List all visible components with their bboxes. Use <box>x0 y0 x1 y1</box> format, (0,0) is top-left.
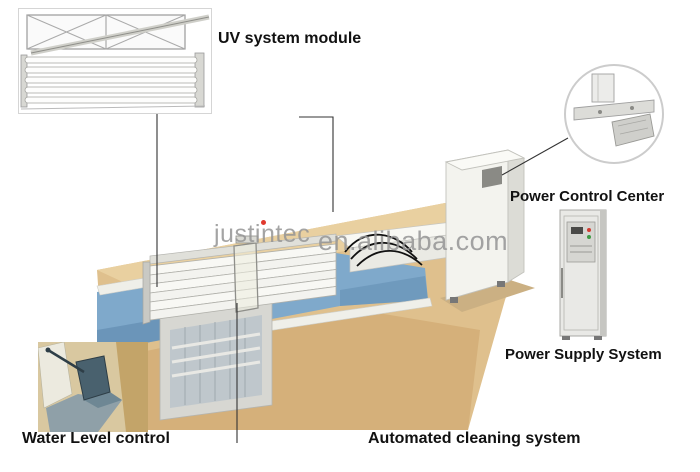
scene-control-cabinet <box>444 149 526 303</box>
lamp-mount-detail-inset <box>562 62 666 166</box>
label-water-level-control: Water Level control <box>22 430 170 447</box>
label-automated-cleaning-system: Automated cleaning system <box>368 430 581 447</box>
uv-lamp-rack-inset <box>18 8 212 114</box>
watermark-site: en.alibaba.com <box>318 226 509 256</box>
watermark-red-dot <box>261 220 266 225</box>
label-power-supply-system: Power Supply System <box>505 346 662 363</box>
power-supply-cabinet-inset <box>548 206 620 344</box>
label-power-control-center: Power Control Center <box>510 188 665 205</box>
leader-lines <box>156 112 569 443</box>
cleaning-carriage <box>233 235 259 313</box>
power-supply-cabinet-drawing <box>559 209 607 340</box>
water-level-gate-inset <box>38 342 148 432</box>
leader-detail-circle <box>501 137 569 176</box>
leader-uv-label <box>299 116 334 212</box>
label-uv-system-module: UV system module <box>218 30 362 47</box>
lamp-pit <box>159 299 273 421</box>
uv-lamp-rack-drawing <box>20 14 210 110</box>
water-level-gate-drawing <box>38 342 148 432</box>
lamp-mount-detail-drawing <box>564 64 664 164</box>
power-cables <box>344 233 423 267</box>
